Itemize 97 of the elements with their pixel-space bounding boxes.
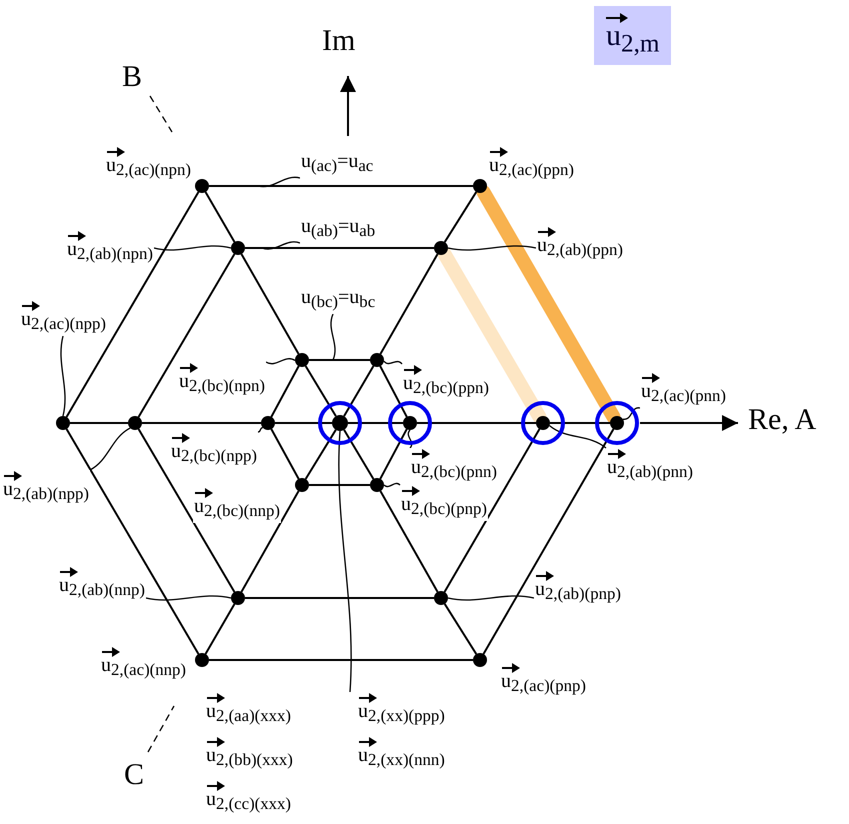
leader-line: [338, 430, 352, 692]
vector-label: u$_{2,(ac)(nnp)}$: [100, 646, 188, 682]
connector-line: [304, 365, 337, 417]
vector-label: u$_{2,(bc)(npn)}$: [178, 362, 266, 398]
connector-line: [380, 254, 438, 354]
leader-line: [448, 245, 536, 251]
vector-point: [473, 653, 487, 667]
vector-label: u$_{2,(bc)(pnn)}$: [410, 448, 498, 484]
connector-line: [379, 428, 408, 480]
vector-label: u$_{2,(ac)(npp)}$: [20, 300, 108, 336]
vector-label: u$_{2,(bc)(npp)}$: [170, 432, 258, 468]
axis-label: B: [122, 62, 142, 92]
vector-point: [473, 179, 487, 193]
leader-line: [60, 336, 66, 416]
vector-point: [332, 415, 348, 431]
vector-point: [370, 478, 384, 492]
vector-point: [434, 591, 448, 605]
vector-symbol-box: u$_{2,m}$: [594, 6, 672, 64]
vector-point: [195, 179, 209, 193]
vector-label: u$_{2,(ab)(npp)}$: [2, 470, 90, 506]
leader-line: [258, 176, 300, 188]
vector-point: [128, 416, 142, 430]
connector-line: [309, 484, 370, 486]
leader-line: [330, 314, 336, 360]
connector-line: [304, 429, 337, 480]
connector-line: [204, 604, 236, 654]
highlight-band: [438, 247, 546, 424]
connector-line: [270, 428, 300, 480]
connector-line: [70, 422, 128, 424]
highlight-band: [476, 185, 620, 424]
vector-point: [56, 416, 70, 430]
vector-label: u$_{2,(ab)(pnn)}$: [606, 448, 694, 484]
leader-line: [622, 407, 640, 420]
connector-line: [245, 597, 434, 599]
connector-line: [417, 422, 536, 424]
vector-point: [610, 416, 624, 430]
vector-label: u$_{2,(ac)(npn)}$: [105, 146, 192, 182]
axis-label: Im: [322, 26, 356, 56]
connector-line: [275, 422, 332, 424]
connector-line: [444, 191, 478, 243]
leader-line: [549, 425, 606, 449]
connector-line: [343, 366, 374, 417]
connector-line: [66, 192, 200, 418]
vector-label: u$_{2,(xx)(nnn)}$: [357, 736, 446, 772]
vector-label: u$_{2,(ab)(pnp)}$: [534, 570, 622, 606]
connector-line: [240, 254, 300, 354]
connector-line: [380, 490, 438, 592]
connector-line: [245, 247, 434, 249]
connector-line: [138, 254, 236, 418]
leader-line: [90, 428, 130, 471]
connector-line: [209, 659, 473, 661]
vector-point: [536, 416, 550, 430]
connector-line: [482, 428, 614, 654]
connector-line: [142, 422, 261, 424]
connector-line: [444, 603, 478, 655]
vector-label: u$_{2,(bc)(pnp)}$: [400, 485, 488, 521]
vector-point: [261, 416, 275, 430]
leader-line: [383, 360, 402, 364]
vector-point: [403, 416, 417, 430]
vector-label: u$_{2,(ab)(ppn)}$: [536, 226, 624, 262]
vector-point: [295, 478, 309, 492]
connector-line: [270, 366, 300, 418]
vector-point: [231, 241, 245, 255]
vector-label: u$_{2,(ac)(pnn)}$: [640, 372, 728, 408]
vector-label: u$_{2,(ab)(npn)}$: [66, 230, 154, 266]
vector-label: u$_{2,(bc)(nnp)}$: [193, 487, 281, 523]
connector-line: [138, 428, 236, 592]
leader-line: [146, 595, 232, 601]
connector-line: [379, 366, 408, 418]
vector-point: [231, 591, 245, 605]
connector-line: [550, 422, 610, 424]
connector-line: [204, 192, 236, 242]
connector-line: [240, 490, 300, 592]
connector-line: [209, 185, 473, 187]
vector-label: u$_{2,(xx)(ppp)}$: [357, 692, 446, 728]
axis-label: Re, A: [748, 405, 816, 435]
leader-line: [384, 482, 400, 488]
axis-label: C: [124, 760, 144, 790]
vector-point: [295, 353, 309, 367]
leader-line: [262, 241, 300, 250]
leader-line: [154, 245, 232, 251]
leader-line: [266, 358, 296, 364]
leader-line: [448, 595, 534, 601]
vector-label: u$_{2,(bc)(ppn)}$: [402, 364, 490, 400]
leader-line: [408, 430, 412, 448]
connector-line: [343, 429, 374, 480]
connector-line: [348, 422, 403, 424]
vector-label: u$_{2,(ac)(ppn)}$: [488, 146, 576, 182]
connector-line: [444, 428, 540, 592]
connector-line: [309, 359, 370, 361]
vector-point: [195, 653, 209, 667]
vector-label: u$_{2,(ab)(nnp)}$: [58, 566, 146, 602]
leader-line: [258, 427, 263, 433]
vector-label: u$_{2,(ac)(pnp)}$: [500, 662, 588, 698]
vector-point: [434, 241, 448, 255]
connector-line: [66, 428, 200, 654]
vector-point: [370, 353, 384, 367]
